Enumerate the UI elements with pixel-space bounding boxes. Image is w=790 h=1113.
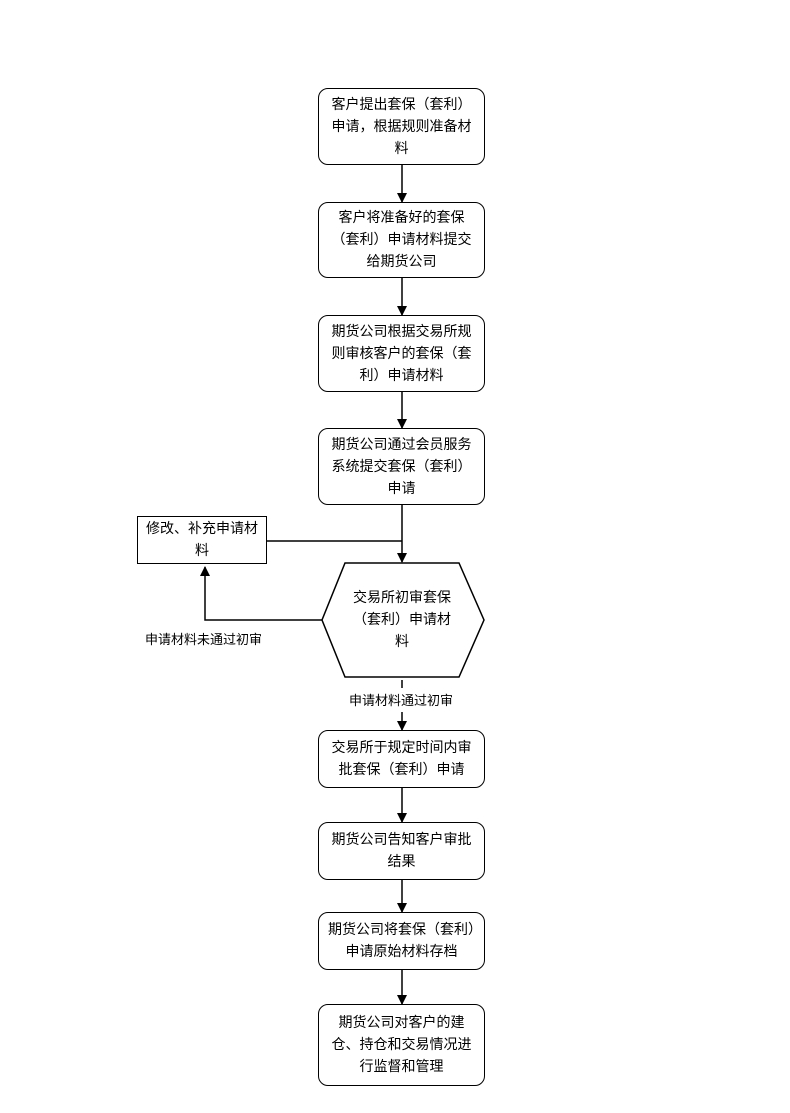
step-broker-review-text: 期货公司根据交易所规则审核客户的套保（套利）申请材料 bbox=[331, 323, 472, 384]
step-submit-application: 客户提出套保（套利）申请，根据规则准备材料 bbox=[318, 88, 485, 165]
revise-materials-text: 修改、补充申请材料 bbox=[146, 521, 258, 559]
edge-label-passed: 申请材料通过初审 bbox=[349, 694, 454, 710]
edge-label-rejected: 申请材料未通过初审 bbox=[145, 633, 263, 649]
step-notify-client: 期货公司告知客户审批结果 bbox=[318, 822, 485, 880]
revise-materials-box: 修改、补充申请材料 bbox=[137, 516, 267, 564]
decision-hexagon bbox=[321, 562, 485, 678]
step-exchange-approval-text: 交易所于规定时间内审批套保（套利）申请 bbox=[331, 740, 472, 778]
arrow-decision-revise bbox=[200, 566, 322, 621]
step-submit-application-text: 客户提出套保（套利）申请，根据规则准备材料 bbox=[331, 96, 472, 157]
decision-initial-review: 交易所初审套保（套利）申请材料 bbox=[345, 578, 459, 662]
step-notify-client-text: 期货公司告知客户审批结果 bbox=[331, 832, 472, 870]
step-supervise-positions-text: 期货公司对客户的建仓、持仓和交易情况进行监督和管理 bbox=[331, 1015, 472, 1075]
decision-initial-review-text: 交易所初审套保（套利）申请材料 bbox=[353, 590, 451, 650]
step-archive-materials: 期货公司将套保（套利）申请原始材料存档 bbox=[318, 912, 485, 970]
step-member-system-submit-text: 期货公司通过会员服务系统提交套保（套利）申请 bbox=[331, 436, 472, 497]
step-supervise-positions: 期货公司对客户的建仓、持仓和交易情况进行监督和管理 bbox=[318, 1004, 485, 1086]
step-archive-materials-text: 期货公司将套保（套利）申请原始材料存档 bbox=[328, 922, 475, 960]
step-exchange-approval: 交易所于规定时间内审批套保（套利）申请 bbox=[318, 730, 485, 788]
step-member-system-submit: 期货公司通过会员服务系统提交套保（套利）申请 bbox=[318, 428, 485, 505]
step-broker-review: 期货公司根据交易所规则审核客户的套保（套利）申请材料 bbox=[318, 315, 485, 392]
step-hand-in-materials: 客户将准备好的套保（套利）申请材料提交给期货公司 bbox=[318, 202, 485, 278]
step-hand-in-materials-text: 客户将准备好的套保（套利）申请材料提交给期货公司 bbox=[331, 210, 472, 270]
